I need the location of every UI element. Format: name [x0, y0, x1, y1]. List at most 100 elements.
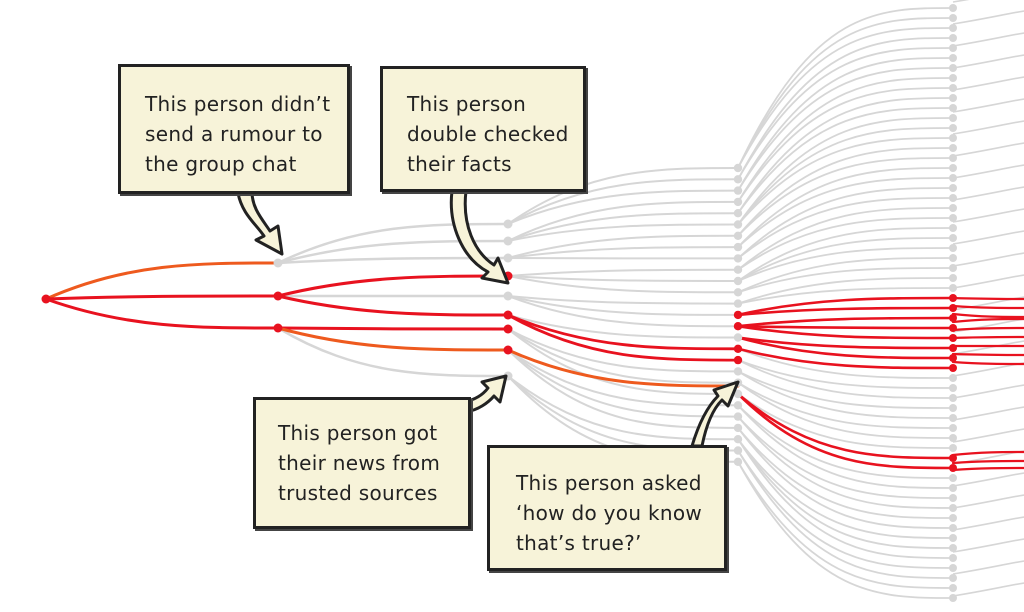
person-node-spread	[949, 314, 957, 322]
person-node-spread	[949, 364, 957, 372]
person-node-stopped	[949, 564, 957, 572]
branch-level-5-stopped	[952, 164, 1024, 179]
callout-checked-text: This person double checked their facts	[407, 92, 569, 176]
branch-level-5	[951, 352, 1024, 357]
branch-level-4	[737, 381, 954, 429]
person-node-stopped	[733, 197, 743, 207]
branch-level-3	[507, 295, 739, 328]
branch-level-4	[737, 237, 954, 282]
branch-level-5-stopped	[952, 186, 1024, 201]
branch-level-3	[507, 200, 739, 242]
branch-level-4	[737, 449, 954, 579]
branch-level-4	[736, 336, 955, 360]
person-node-stopped	[949, 264, 957, 272]
person-node-spread	[949, 324, 957, 332]
branch-level-3	[507, 349, 739, 407]
branch-level-5-stopped	[952, 32, 1024, 47]
branch-level-4	[737, 147, 954, 237]
branch-level-4	[736, 347, 955, 370]
person-node-stopped	[949, 64, 957, 72]
person-node-spread	[949, 454, 957, 462]
branch-level-1	[44, 297, 280, 330]
person-node-stopped	[949, 234, 957, 242]
person-node-stopped	[733, 288, 743, 297]
person-node-spread	[41, 294, 51, 304]
branch-level-4	[737, 87, 954, 203]
person-node-spread	[733, 355, 743, 365]
branch-level-4	[737, 217, 954, 271]
person-node-stopped	[733, 276, 743, 286]
person-node-stopped	[949, 424, 957, 432]
callout-trusted-text: This person got their news from trusted …	[278, 421, 441, 505]
person-node-spread	[733, 322, 743, 331]
callout-arrows	[236, 189, 740, 448]
person-node-stopped	[949, 114, 957, 122]
branch-level-4	[736, 316, 955, 328]
person-node-spread	[273, 323, 283, 333]
branch-level-4	[737, 438, 954, 549]
arrow-to-asked-node	[690, 380, 740, 448]
person-node-stopped	[949, 374, 957, 382]
branch-level-4	[736, 296, 955, 317]
branch-level-4	[737, 177, 954, 248]
branch-level-1	[44, 261, 280, 301]
branch-level-3	[507, 268, 739, 277]
callout-asked-text: This person asked ‘how do you know that’…	[516, 471, 703, 555]
branch-level-3	[507, 212, 739, 242]
branch-level-4	[737, 381, 954, 439]
branch-level-4	[737, 277, 954, 305]
person-node-stopped	[733, 423, 743, 433]
arrow-to-trusted-node	[462, 374, 508, 414]
branch-level-4	[737, 197, 954, 260]
branch-level-3	[507, 328, 739, 384]
callout-trusted-sources: This person got their news from trusted …	[253, 397, 471, 529]
person-node-stopped	[949, 404, 957, 412]
branch-level-1	[44, 294, 280, 301]
person-node-stopped	[949, 384, 957, 392]
person-node-stopped	[949, 214, 957, 222]
branch-level-5	[951, 296, 1024, 301]
branch-level-5	[951, 335, 1024, 340]
person-node-stopped	[949, 74, 957, 82]
branch-level-3	[507, 234, 739, 259]
person-node-stopped	[503, 236, 513, 246]
branch-level-4	[737, 57, 954, 192]
branch-level-4	[737, 37, 954, 181]
branch-level-2	[276, 294, 510, 317]
branch-level-5-stopped	[952, 76, 1024, 91]
branch-level-5	[951, 450, 1024, 457]
branch-level-3	[507, 295, 739, 305]
arrow-to-rumour-node	[236, 190, 284, 256]
person-node-spread	[273, 291, 283, 301]
branch-level-4	[737, 415, 954, 509]
branch-level-5-stopped	[952, 472, 1024, 487]
branch-level-5	[951, 326, 1024, 332]
branch-level-5	[951, 459, 1024, 465]
branch-level-4	[737, 17, 954, 169]
branch-level-3	[507, 328, 739, 395]
person-node-stopped	[949, 34, 957, 42]
branch-level-3	[507, 328, 739, 373]
person-node-spread	[949, 354, 957, 362]
person-node-stopped	[733, 299, 743, 308]
branch-level-5-stopped	[952, 98, 1024, 113]
person-node-stopped	[949, 14, 957, 22]
branch-level-4	[737, 370, 954, 419]
person-node-stopped	[733, 446, 743, 455]
person-node-stopped	[949, 224, 957, 232]
branch-level-2	[276, 222, 510, 265]
person-node-stopped	[733, 163, 743, 173]
branch-level-4	[736, 392, 955, 470]
branch-level-2	[276, 274, 510, 298]
branch-level-5	[951, 317, 1024, 324]
branch-level-3	[507, 275, 739, 282]
branch-level-4	[737, 438, 954, 539]
branch-level-5	[951, 466, 1024, 472]
unspread-branches	[44, 0, 1024, 599]
person-node-stopped	[733, 231, 743, 240]
branch-level-5-stopped	[952, 252, 1024, 267]
person-node-stopped	[733, 412, 743, 421]
branch-level-5-stopped	[952, 538, 1024, 553]
branch-level-5-stopped	[952, 10, 1024, 25]
